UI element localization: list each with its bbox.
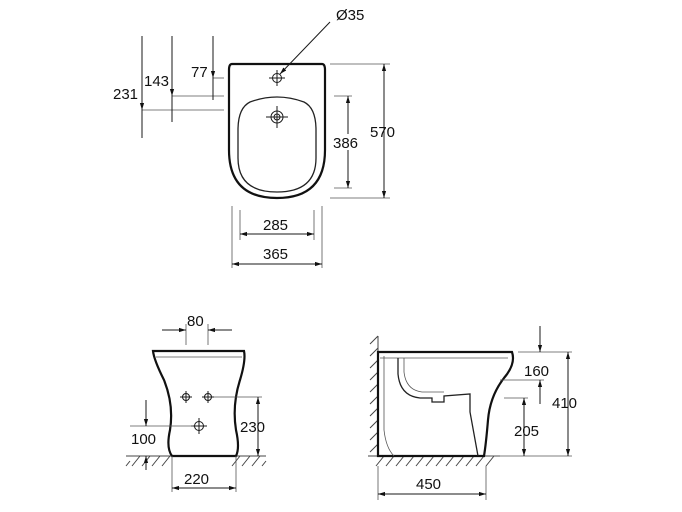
label-dim-231: 231 xyxy=(113,86,138,103)
dim-100-lines xyxy=(130,400,193,470)
wall-hatch xyxy=(369,335,379,456)
label-dim-230: 230 xyxy=(240,419,265,436)
side-view: 160 410 205 450 xyxy=(368,326,577,500)
label-dim-410: 410 xyxy=(552,395,577,412)
label-dim-450: 450 xyxy=(416,476,441,493)
label-dim-100: 100 xyxy=(131,431,156,448)
internal-trap-inner xyxy=(403,358,444,393)
label-dim-386: 386 xyxy=(333,135,358,152)
label-dim-77: 77 xyxy=(191,64,208,81)
label-dim-160: 160 xyxy=(524,363,549,380)
dim-80-lines xyxy=(162,324,232,345)
left-dimension-lines xyxy=(139,36,224,138)
bowl-inner-outline xyxy=(237,96,317,193)
bidet-side-outline xyxy=(376,350,515,458)
label-dim-365: 365 xyxy=(263,246,288,263)
tap-holes-symbol xyxy=(180,391,214,434)
bottom-dimension-lines xyxy=(231,206,323,268)
label-dim-285: 285 xyxy=(263,217,288,234)
drain-hole-symbol xyxy=(266,106,288,128)
label-dim-143: 143 xyxy=(144,73,169,90)
front-view: 80 230 100 220 xyxy=(125,313,267,492)
dim-450-lines xyxy=(377,466,487,500)
label-dim-205: 205 xyxy=(514,423,539,440)
dim-220-lines xyxy=(171,456,237,492)
label-dim-80: 80 xyxy=(187,313,204,330)
floor-hatch-front xyxy=(125,455,267,467)
label-dim-570: 570 xyxy=(370,124,395,141)
side-dimension-lines xyxy=(490,326,572,457)
tap-hole-symbol xyxy=(269,70,285,86)
rear-recess xyxy=(383,356,395,457)
label-hole-diameter: Ø35 xyxy=(336,7,364,24)
bidet-front-outline xyxy=(151,349,246,458)
floor-hatch-side xyxy=(368,455,500,467)
dim-230-lines xyxy=(214,396,262,456)
label-dim-220: 220 xyxy=(184,471,209,488)
internal-trap-outline xyxy=(397,358,479,457)
top-view: Ø35 77 143 231 386 570 xyxy=(113,7,395,268)
bidet-top-outline xyxy=(227,62,327,200)
